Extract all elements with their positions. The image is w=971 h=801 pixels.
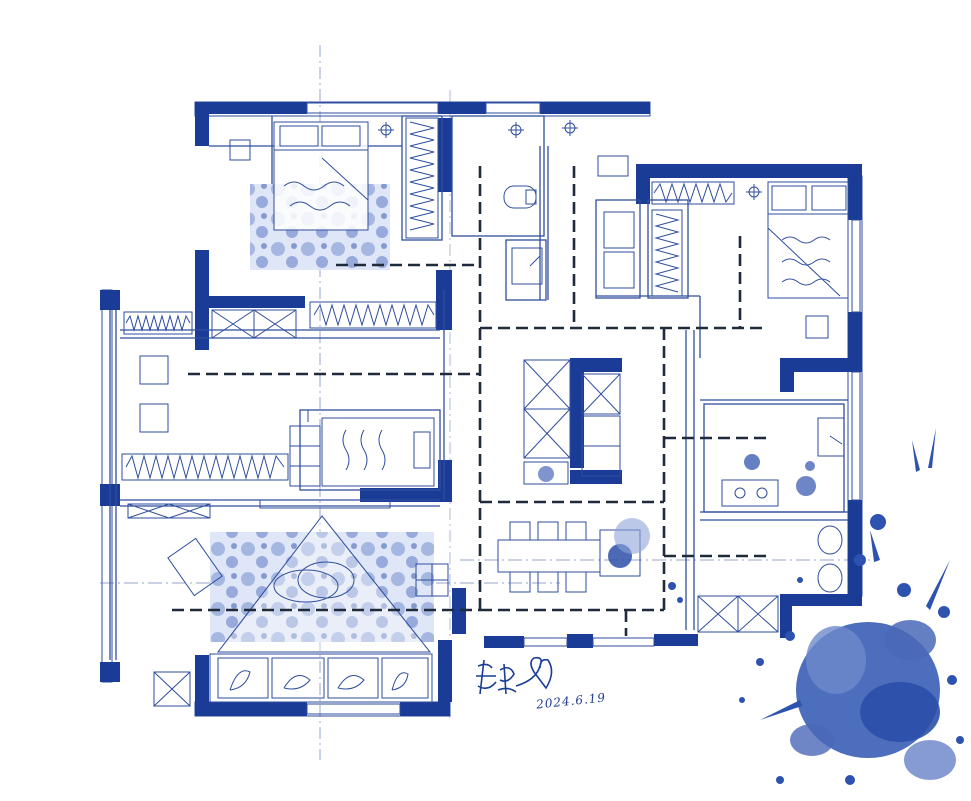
- study-room: [139, 355, 435, 487]
- structural-walls: [100, 102, 862, 716]
- second-bedroom: [746, 181, 849, 339]
- living-rug: [210, 532, 434, 642]
- dining-area: [497, 466, 650, 593]
- ink-splatter: [668, 428, 964, 785]
- outer-thin-walls: [100, 45, 870, 760]
- circulation-paths: [172, 166, 772, 636]
- storage-cabinets: [127, 309, 779, 707]
- wardrobes: [121, 117, 735, 481]
- master-bedroom: [229, 121, 394, 270]
- windows: [306, 102, 861, 715]
- living-room: [167, 499, 449, 703]
- bathroom-fixtures: [503, 120, 845, 593]
- kitchen: [721, 454, 816, 507]
- signature-mark: [476, 656, 553, 695]
